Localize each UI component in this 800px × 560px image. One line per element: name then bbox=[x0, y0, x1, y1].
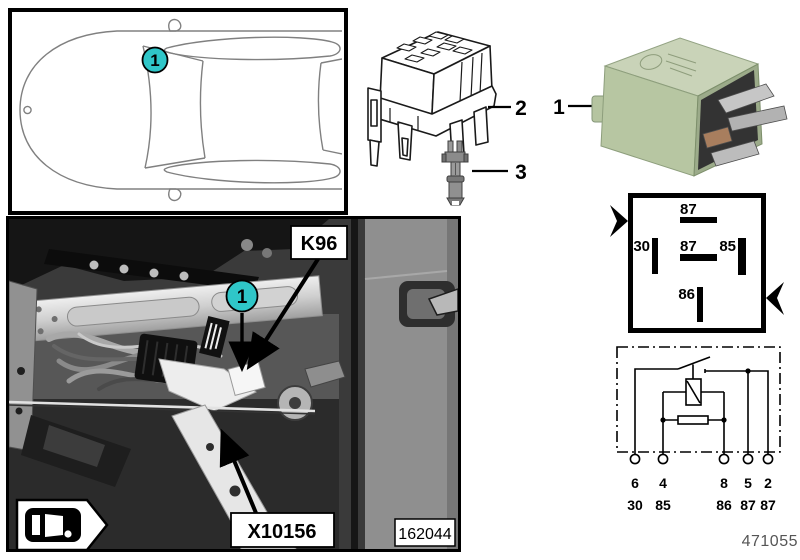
car-overview-panel: 1 bbox=[8, 8, 348, 215]
hood-emblem bbox=[23, 105, 32, 115]
location-photo-panel: K96 1 X10156 162044 bbox=[6, 216, 461, 552]
contact-callout-label: 3 bbox=[515, 161, 527, 184]
car-position-icon bbox=[15, 498, 109, 549]
socket-callout-label: 2 bbox=[515, 97, 527, 120]
x10156-arrow bbox=[219, 428, 258, 514]
terminal-number: 87 bbox=[740, 497, 756, 513]
mirror-left bbox=[168, 18, 182, 32]
image-number-label: 162044 bbox=[398, 526, 451, 543]
photo-annotations: K96 1 X10156 162044 bbox=[219, 225, 456, 548]
relay-terminals bbox=[702, 83, 788, 167]
car-body-outline bbox=[19, 30, 344, 190]
schematic-boundary bbox=[616, 346, 781, 453]
photo-callout-label: 1 bbox=[237, 287, 248, 308]
rear-window-arc bbox=[317, 62, 324, 151]
photo-callout-circle bbox=[225, 279, 259, 313]
pin-top-label: 87 bbox=[680, 201, 697, 218]
relay-body bbox=[591, 37, 788, 177]
pin-diagram: 87 30 87 85 86 bbox=[610, 193, 784, 333]
pin-number: 2 bbox=[764, 475, 772, 491]
harness-sticker bbox=[199, 315, 230, 359]
component-code-label: K96 bbox=[301, 233, 338, 255]
relay-markings bbox=[639, 53, 697, 77]
schematic-terminal-numbers: 30 85 86 87 87 bbox=[627, 497, 776, 513]
schematic-terminals bbox=[629, 453, 774, 465]
circuit-schematic: 6 4 8 5 2 30 85 86 87 87 bbox=[616, 346, 781, 513]
pin-left-label: 30 bbox=[633, 238, 650, 255]
schematic-wiring bbox=[634, 356, 769, 455]
k96-arrow bbox=[246, 257, 320, 371]
orientation-arrow-left-icon bbox=[610, 205, 628, 237]
seat-underside bbox=[9, 219, 329, 291]
car-top-view: 1 bbox=[19, 18, 344, 202]
side-glass-left bbox=[163, 36, 341, 61]
pin-number: 8 bbox=[720, 475, 728, 491]
pin-number: 6 bbox=[631, 475, 639, 491]
relay-bracket bbox=[158, 358, 257, 412]
pin-right-label: 85 bbox=[719, 238, 736, 255]
mirror-right bbox=[168, 188, 182, 202]
door-striker bbox=[399, 281, 458, 327]
pin-bottom-label: 86 bbox=[678, 286, 695, 303]
terminal-number: 86 bbox=[716, 497, 732, 513]
document-number: 471055 bbox=[741, 533, 798, 550]
pin-number: 4 bbox=[659, 475, 667, 491]
relay-photo: 1 bbox=[553, 37, 788, 177]
pin-number: 5 bbox=[744, 475, 752, 491]
relay-callout-label: 1 bbox=[553, 96, 565, 119]
side-glass-right bbox=[163, 159, 341, 184]
contact-pin-drawing bbox=[441, 140, 469, 206]
schematic-pin-numbers: 6 4 8 5 2 bbox=[631, 475, 772, 491]
connector-code-label: X10156 bbox=[248, 521, 317, 543]
terminal-number: 87 bbox=[760, 497, 776, 513]
orientation-arrow-right-icon bbox=[766, 282, 784, 315]
c-pillars bbox=[320, 58, 343, 155]
terminal-number: 85 bbox=[655, 497, 671, 513]
terminal-number: 30 bbox=[627, 497, 643, 513]
a-pillar-bottom bbox=[144, 157, 206, 169]
torsion-rod bbox=[9, 400, 316, 413]
roof-front-edge bbox=[199, 60, 206, 159]
door-panel bbox=[365, 219, 458, 549]
socket-and-contact-drawing: 2 3 bbox=[367, 31, 527, 206]
car-callout-label: 1 bbox=[150, 51, 159, 70]
location-photo: K96 1 X10156 162044 bbox=[9, 219, 458, 549]
pin-center-label: 87 bbox=[680, 238, 697, 255]
relay-socket-drawing bbox=[367, 31, 497, 167]
car-location-callout: 1 bbox=[141, 46, 169, 74]
